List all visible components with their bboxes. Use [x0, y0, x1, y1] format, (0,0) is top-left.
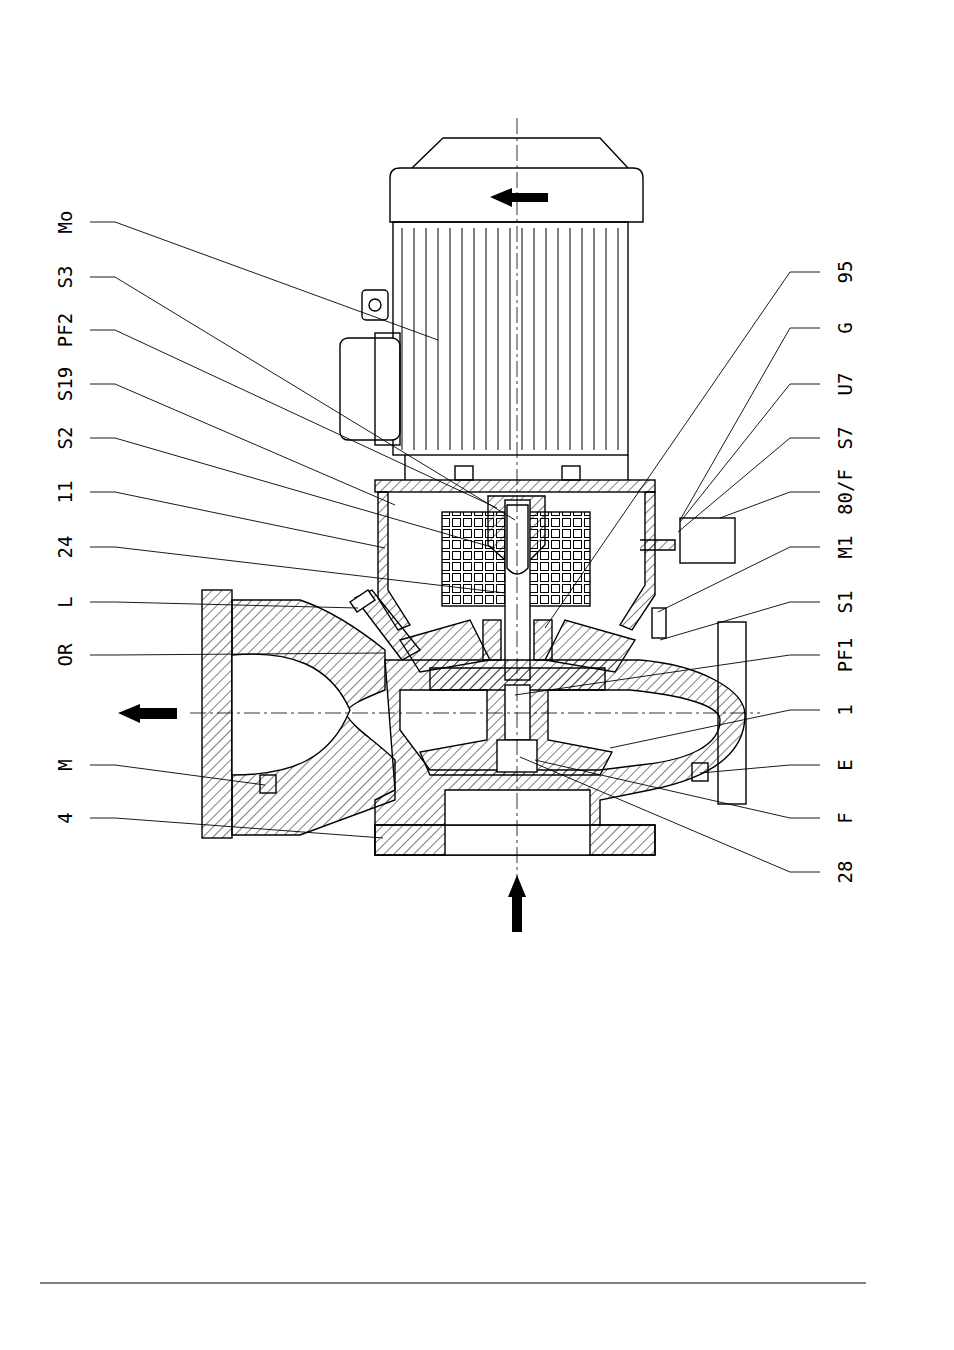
pump-outline — [40, 118, 866, 1283]
callout-label: S19 — [56, 366, 75, 402]
callout-label: S7 — [836, 426, 855, 451]
callout-label: S2 — [56, 426, 75, 451]
callout-label: 95 — [836, 260, 855, 285]
leader-line — [90, 222, 820, 872]
callout-label: E — [836, 758, 855, 771]
callout-label: 1 — [836, 703, 855, 716]
callout-label: PF1 — [836, 637, 855, 673]
callout-label: Mo — [56, 210, 75, 235]
callout-label: PF2 — [56, 312, 75, 348]
callout-label: 24 — [56, 535, 75, 560]
callout-label: F — [836, 811, 855, 824]
callout-label: M1 — [836, 535, 855, 560]
callout-label: L — [56, 595, 75, 608]
callout-label: S3 — [56, 265, 75, 290]
callout-label: U7 — [836, 372, 855, 397]
callout-label: 4 — [56, 811, 75, 824]
callout-label: 80/F — [836, 468, 855, 516]
callout-label: 11 — [56, 480, 75, 505]
callout-label: S1 — [836, 590, 855, 615]
callout-label: 28 — [836, 860, 855, 885]
flow-arrow — [118, 188, 548, 932]
callout-label: OR — [56, 643, 75, 668]
callout-label: M — [56, 758, 75, 771]
callout-label: G — [836, 321, 855, 334]
